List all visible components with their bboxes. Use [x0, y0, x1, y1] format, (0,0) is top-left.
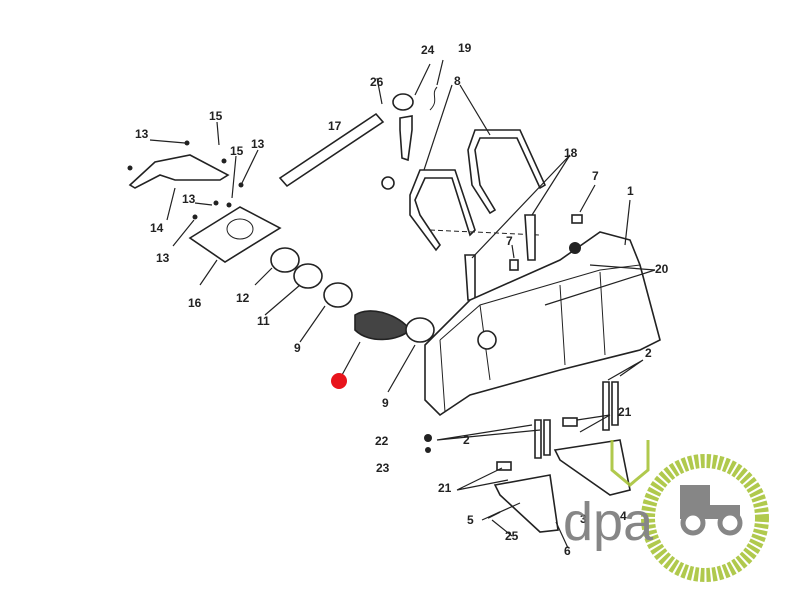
callout-18: 18 [564, 146, 578, 160]
callout-6: 6 [564, 544, 571, 558]
wire-19 [429, 86, 438, 111]
stud-2a [602, 381, 619, 431]
pad-21b [496, 461, 512, 471]
callout-5: 5 [467, 513, 474, 527]
strap-8a [409, 169, 476, 252]
callout-17: 17 [328, 119, 342, 133]
block-7b [509, 259, 519, 271]
cap-7 [569, 242, 581, 254]
wheat-icon [610, 440, 650, 487]
callout-15: 15 [209, 109, 223, 123]
fuel-tank-1 [424, 231, 661, 417]
callout-7: 7 [592, 169, 599, 183]
callout-25: 25 [505, 529, 519, 543]
support-3 [553, 439, 631, 496]
callout-13: 13 [182, 192, 196, 206]
logo-text: dpa [563, 492, 654, 552]
hose [354, 310, 412, 341]
tractor-icon [680, 485, 743, 536]
sender-24 [392, 93, 414, 111]
callout-12: 12 [236, 291, 250, 305]
bracket-14 [128, 154, 230, 189]
callout-2: 2 [463, 433, 470, 447]
callout-9: 9 [382, 396, 389, 410]
washer-22 [424, 434, 432, 442]
dpa-logo: dpa [563, 440, 769, 582]
callout-24: 24 [421, 43, 435, 57]
sleeve-11 [293, 263, 323, 289]
callout-19: 19 [458, 41, 472, 55]
clamp-18a [464, 254, 476, 301]
callout-15: 15 [230, 144, 244, 158]
callout-4: 4 [620, 509, 627, 523]
callout-13: 13 [156, 251, 170, 265]
callout-20: 20 [655, 262, 669, 276]
callout-7: 7 [506, 234, 513, 248]
pipe-17 [278, 112, 385, 188]
callout-8: 8 [454, 74, 461, 88]
callout-21: 21 [438, 481, 452, 495]
callout-26: 26 [370, 75, 384, 89]
callout-22: 22 [375, 434, 389, 448]
callout-2: 2 [645, 346, 652, 360]
callout-9: 9 [294, 341, 301, 355]
support-5 [493, 474, 559, 533]
sender-tube [399, 115, 413, 162]
callout-21: 21 [618, 405, 632, 419]
plate-16 [188, 206, 282, 263]
callout-14: 14 [150, 221, 164, 235]
stud-2b [534, 419, 551, 459]
dash-line [429, 229, 541, 236]
block-7a [571, 214, 583, 224]
clamp-18b [524, 214, 536, 261]
bolts-13-15 [127, 140, 244, 220]
logo-ring [641, 454, 769, 582]
callout-3: 3 [580, 512, 587, 526]
callout-13: 13 [251, 137, 265, 151]
plate-hole [226, 218, 254, 240]
callout-1: 1 [627, 184, 634, 198]
clamp-9a [323, 282, 353, 308]
callout-16: 16 [188, 296, 202, 310]
filler-neck [477, 330, 497, 350]
callout-labels: 1 2 2 3 4 5 6 7 7 8 9 9 11 12 13 13 13 1… [135, 41, 669, 558]
ring-12 [270, 247, 300, 273]
pad-21a [562, 417, 578, 427]
float [381, 176, 395, 190]
highlight-marker [331, 373, 347, 389]
bolt-23 [425, 447, 431, 453]
callout-13: 13 [135, 127, 149, 141]
clamp-9b [405, 317, 435, 343]
leader-lines [149, 59, 656, 549]
callout-11: 11 [257, 314, 270, 328]
strap-8b [467, 129, 547, 215]
callout-23: 23 [376, 461, 390, 475]
